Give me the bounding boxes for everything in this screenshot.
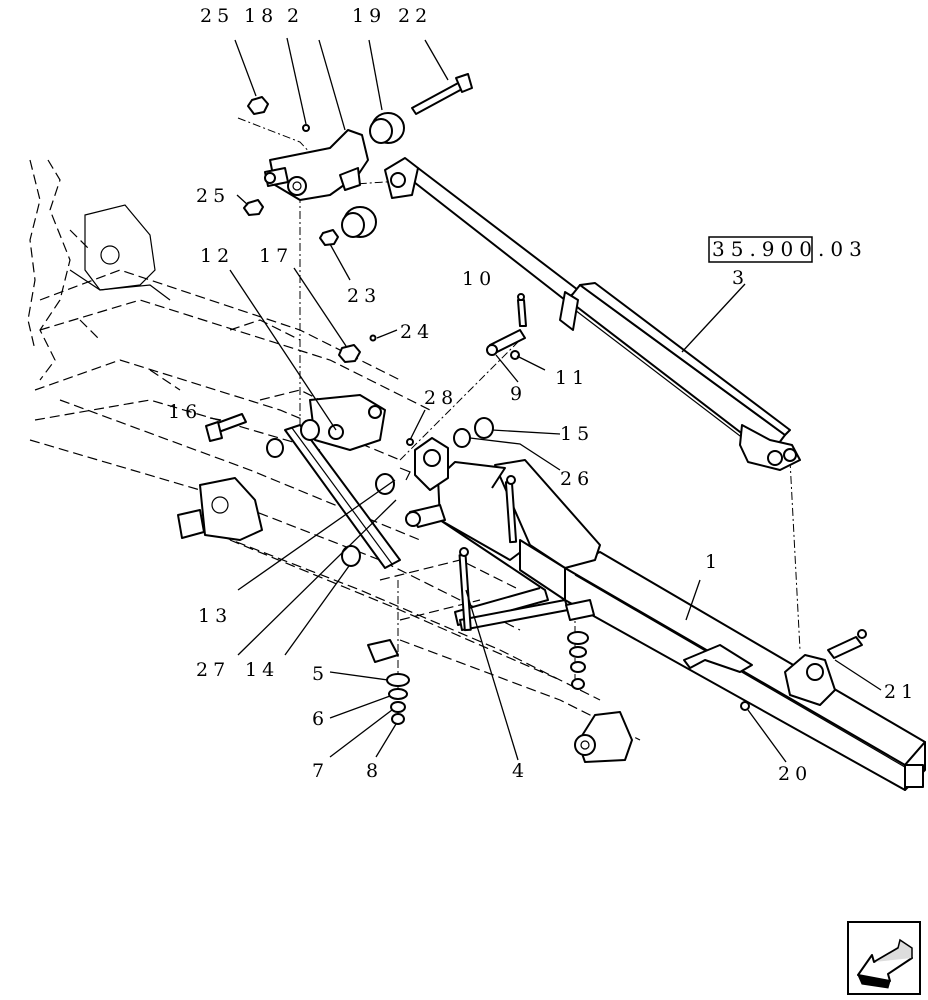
callout-1: 1 bbox=[705, 551, 722, 573]
nut-17 bbox=[338, 344, 361, 363]
callout-7: 7 bbox=[312, 760, 329, 782]
callout-24: 24 bbox=[400, 321, 434, 343]
clevis-12 bbox=[309, 394, 386, 451]
callout-13: 13 bbox=[198, 605, 232, 627]
washers bbox=[266, 417, 494, 567]
bolt-16 bbox=[205, 413, 247, 442]
callout-4: 4 bbox=[512, 760, 529, 782]
callout-5: 5 bbox=[312, 663, 329, 685]
callout-20: 20 bbox=[778, 763, 812, 785]
callout-21: 21 bbox=[884, 681, 918, 703]
washer-stack-left bbox=[367, 639, 410, 725]
roller-upper bbox=[369, 112, 405, 144]
callout-10: 10 bbox=[462, 268, 496, 290]
hydraulic-cylinder bbox=[384, 157, 801, 471]
callout-25: 25 bbox=[200, 5, 234, 27]
callout-12: 12 bbox=[200, 245, 234, 267]
phantom-bracket-upper bbox=[69, 204, 171, 301]
callout-9: 9 bbox=[510, 383, 527, 405]
callout-28: 28 bbox=[424, 387, 458, 409]
vertical-pins bbox=[458, 475, 518, 632]
beam-hook bbox=[683, 644, 836, 706]
reference-box: 35.900.03 bbox=[708, 236, 868, 263]
callout-8: 8 bbox=[366, 760, 383, 782]
hitch-pin bbox=[827, 629, 867, 659]
callout-labels: 25 18 2 19 22 25 12 17 23 3 10 24 9 11 1… bbox=[168, 5, 918, 785]
callout-25-mid: 25 bbox=[196, 185, 230, 207]
callout-6: 6 bbox=[312, 708, 329, 730]
washer-stack-beam bbox=[565, 599, 595, 690]
callout-18: 18 bbox=[244, 5, 278, 27]
nut-25-mid bbox=[243, 199, 264, 216]
pin-18 bbox=[302, 124, 310, 132]
pin-24 bbox=[369, 334, 377, 342]
callout-16: 16 bbox=[168, 401, 202, 423]
callout-27: 27 bbox=[196, 659, 230, 681]
callout-2: 2 bbox=[287, 5, 304, 27]
clevis-lug bbox=[405, 437, 449, 528]
callout-17: 17 bbox=[259, 245, 293, 267]
phantom-bracket-lower bbox=[574, 711, 633, 763]
pin-9 bbox=[486, 293, 527, 356]
callout-14: 14 bbox=[245, 659, 279, 681]
nut-25-top bbox=[247, 96, 269, 115]
callout-19: 19 bbox=[352, 5, 386, 27]
top-bracket bbox=[264, 129, 369, 201]
callout-22: 22 bbox=[398, 5, 432, 27]
nut-20 bbox=[740, 701, 750, 711]
callout-3: 3 bbox=[732, 267, 749, 289]
callout-23: 23 bbox=[347, 285, 381, 307]
nut-11 bbox=[510, 350, 520, 360]
reference-number: 35.900.03 bbox=[712, 237, 868, 261]
back-arrow-icon[interactable] bbox=[847, 921, 921, 995]
phantom-bracket-middle bbox=[177, 477, 263, 541]
nut-23 bbox=[319, 229, 339, 246]
leader-lines bbox=[209, 37, 882, 763]
bolt-22 bbox=[411, 73, 473, 115]
callout-11: 11 bbox=[555, 367, 589, 389]
callout-15: 15 bbox=[560, 423, 594, 445]
roller-lower bbox=[341, 206, 377, 238]
phantom-frame bbox=[27, 159, 641, 741]
callout-26: 26 bbox=[560, 468, 594, 490]
link-bar bbox=[284, 424, 401, 569]
